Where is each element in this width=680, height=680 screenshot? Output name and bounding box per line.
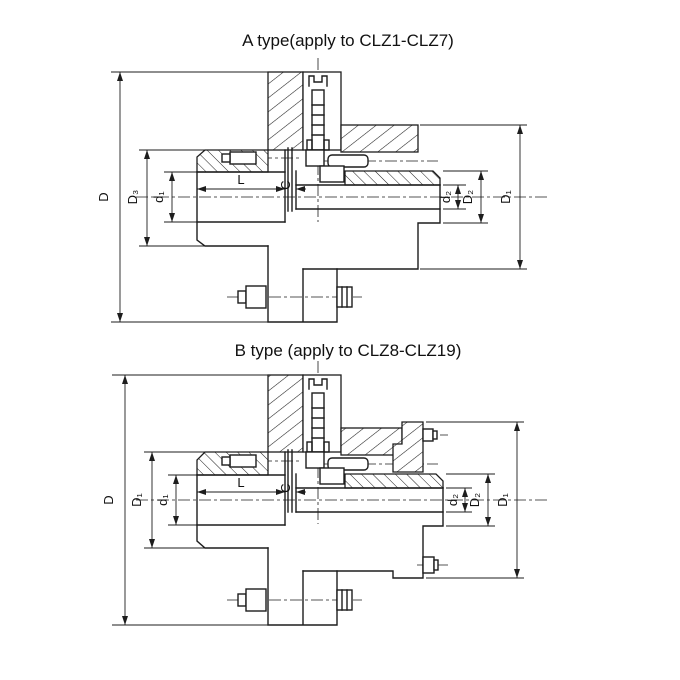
diagram-a-title: A type(apply to CLZ1-CLZ7) (242, 31, 454, 50)
right-sleeve-section-a (344, 170, 441, 186)
brake-disc-hub-section-a (267, 71, 304, 151)
dimension-lines-b (112, 374, 524, 626)
dim-label-D1-left-b: D₁ (129, 493, 144, 507)
coupling-outline-b (196, 378, 444, 626)
dim-label-D1-a: D₁ (498, 190, 513, 204)
right-flange-rim-b (392, 421, 424, 473)
dim-label-d2-a: d₂ (438, 191, 453, 203)
dimension-lines-a (111, 71, 527, 323)
dim-label-d1-b: d₁ (155, 494, 170, 506)
dim-label-D3-a: D₃ (125, 190, 140, 205)
dim-label-d1-a: d₁ (151, 191, 166, 203)
dim-label-L-b: L (237, 475, 244, 490)
right-flange-slab-b (340, 427, 403, 456)
dim-label-D1-b: D₁ (495, 493, 510, 507)
dim-label-D-b: D (101, 495, 116, 504)
dim-label-C-b: C (278, 483, 293, 492)
diagram-b-title: B type (apply to CLZ8-CLZ19) (235, 341, 462, 360)
dim-label-D-a: D (96, 192, 111, 201)
dim-label-D2-a: D₂ (460, 190, 475, 204)
dim-label-L-a: L (237, 172, 244, 187)
dim-label-C-a: C (278, 180, 293, 189)
diagram-a-type: A type(apply to CLZ1-CLZ7) (96, 31, 548, 323)
hatched-sections-a (196, 71, 441, 186)
dim-label-d2-b: d₂ (445, 494, 460, 506)
coupling-outline-a (196, 75, 441, 323)
brake-disc-hub-section-b (267, 374, 304, 453)
right-sleeve-section-b (344, 473, 444, 489)
dim-label-D2-b: D₂ (467, 493, 482, 507)
right-flange-slab-a (340, 124, 419, 153)
diagram-b-type: B type (apply to CLZ8-CLZ19) (101, 341, 548, 626)
